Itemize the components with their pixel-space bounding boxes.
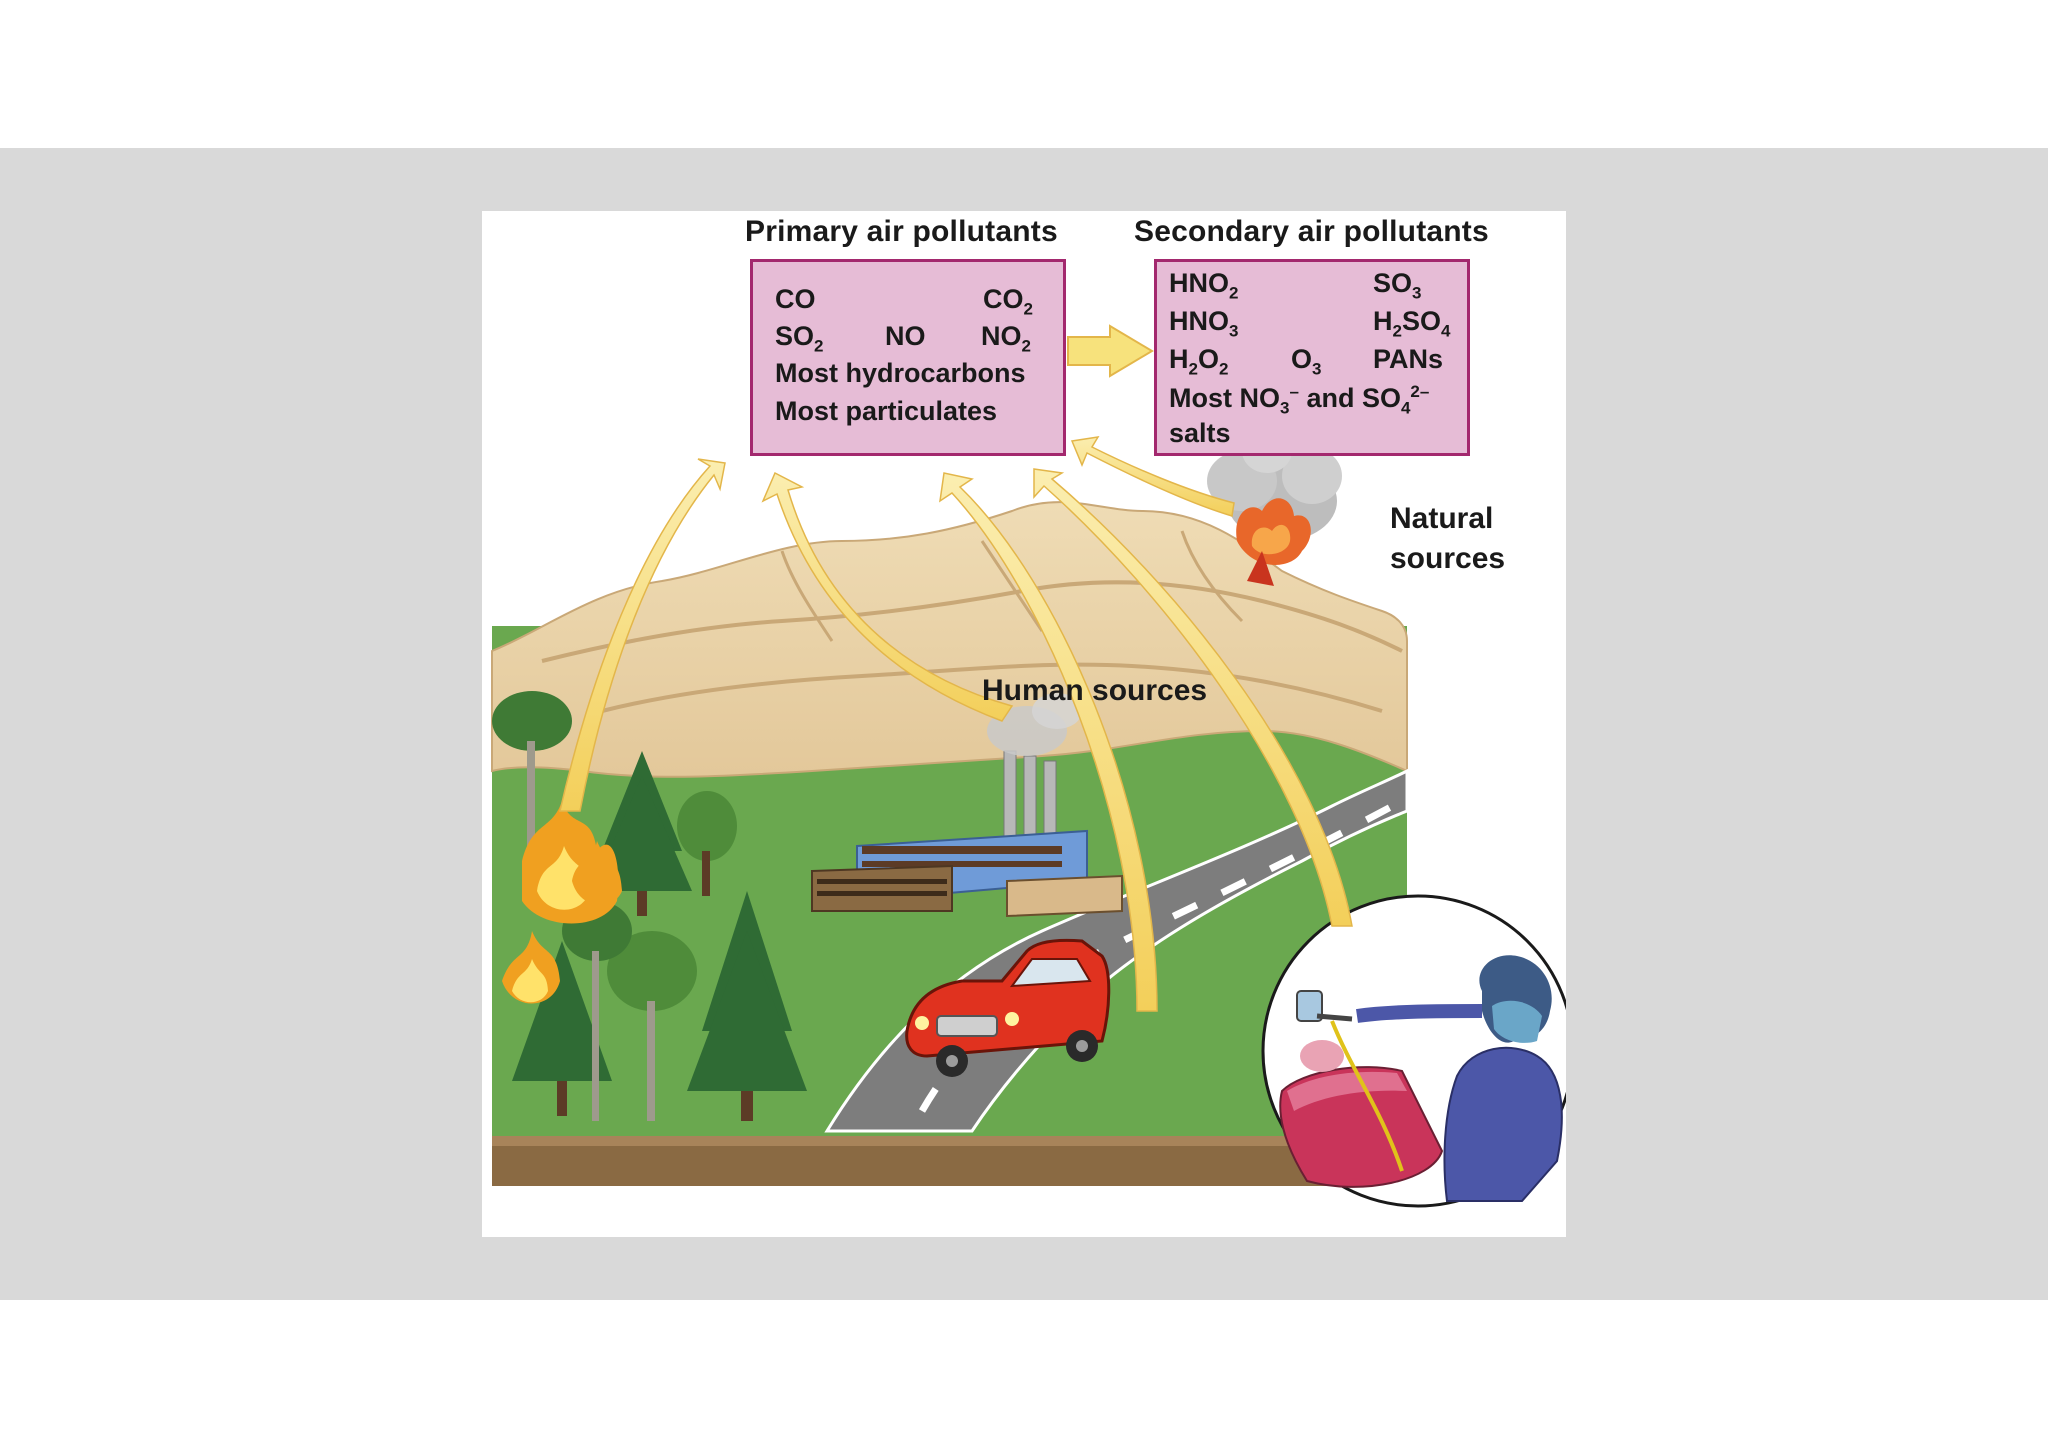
pollutant-co: CO <box>775 284 816 314</box>
natural-sources-line2: sources <box>1390 542 1506 575</box>
soil-strip <box>492 1136 1407 1186</box>
arrow-forest-fire <box>559 458 726 812</box>
pollutant-so3: SO3 <box>1373 268 1422 303</box>
pollutant-so2: SO2 <box>775 321 824 356</box>
pollutant-hydrocarbons: Most hydrocarbons <box>775 358 1026 388</box>
forest <box>492 691 807 1121</box>
diagram-panel: Primary air pollutants Secondary air pol… <box>482 211 1566 1237</box>
mountain-range <box>491 501 1408 778</box>
arrow-car <box>939 472 1158 1012</box>
pollutant-co2: CO2 <box>983 284 1033 319</box>
pollutant-salts: Most NO3– and SO42– <box>1169 382 1430 418</box>
volcano-eruption <box>1207 429 1342 586</box>
secondary-pollutants-box: HNO2 SO3 HNO3 H2SO4 H2O2 O3 PANs Most NO… <box>1154 259 1470 456</box>
pollutant-particulates: Most particulates <box>775 396 998 426</box>
arrow-primary-to-secondary <box>1067 324 1154 378</box>
pollutant-pans: PANs <box>1373 344 1444 374</box>
human-sources-label: Human sources <box>982 674 1208 707</box>
arrow-volcano <box>1070 436 1235 517</box>
pollutant-salts-word: salts <box>1169 418 1231 448</box>
pollutant-no2: NO2 <box>981 321 1031 356</box>
natural-sources-label: Natural sources <box>1390 499 1505 579</box>
pollutant-h2so4: H2SO4 <box>1373 306 1451 341</box>
spray-painter-inset <box>1261 894 1566 1208</box>
secondary-heading: Secondary air pollutants <box>1134 215 1489 248</box>
natural-sources-line1: Natural <box>1390 502 1494 535</box>
pollutant-no: NO <box>885 321 926 351</box>
pollutant-arrows <box>559 324 1353 1012</box>
pollutant-h2o2: H2O2 <box>1169 344 1229 379</box>
pollutant-o3: O3 <box>1291 344 1322 379</box>
arrow-spray-painter <box>1033 468 1353 927</box>
factory <box>811 693 1123 918</box>
pollutant-hno2: HNO2 <box>1169 268 1239 303</box>
car <box>905 938 1111 1077</box>
arrow-factory <box>761 471 1014 722</box>
primary-heading: Primary air pollutants <box>745 215 1058 248</box>
scene-illustration <box>491 324 1566 1208</box>
primary-pollutants-box: CO CO2 SO2 NO NO2 Most hydrocarbons Most… <box>750 259 1066 456</box>
pollutant-hno3: HNO3 <box>1169 306 1239 341</box>
forest-fire <box>502 801 622 1004</box>
